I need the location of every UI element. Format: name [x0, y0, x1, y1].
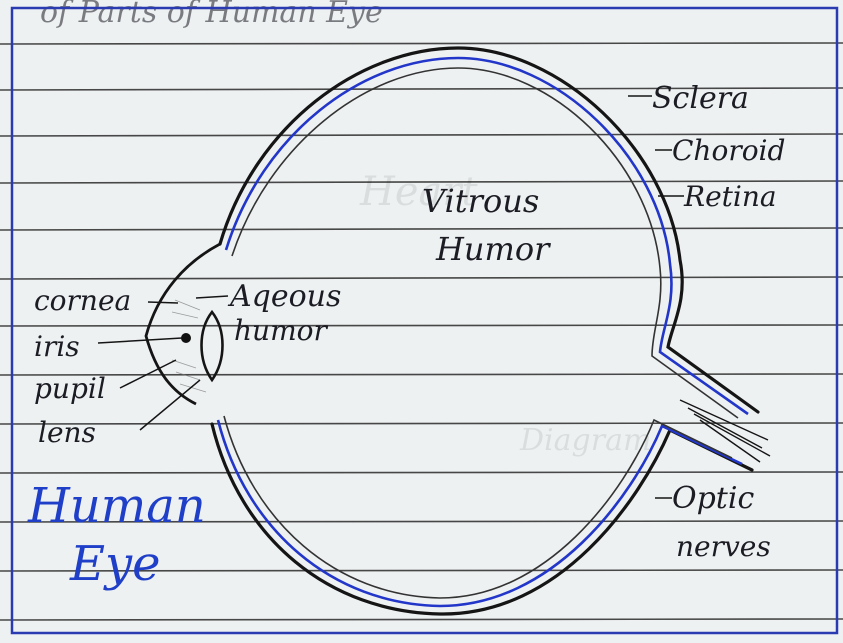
aqueous-humor-label-1: Aqeous	[227, 279, 341, 314]
svg-text:Diagram: Diagram	[519, 423, 651, 458]
optic-nerves-label-2: nerves	[676, 530, 771, 563]
lens-shape	[202, 312, 223, 380]
lens-label: lens	[38, 416, 96, 449]
sclera-outline-lower	[212, 424, 752, 614]
header-fragment: of Parts of Human Eye	[40, 0, 383, 30]
sclera-label: Sclera	[652, 81, 749, 116]
pupil-label: pupil	[34, 372, 106, 405]
cornea-curve	[146, 244, 220, 404]
aqueous-humor-label-2: humor	[234, 314, 328, 347]
pupil-dot	[181, 333, 191, 343]
choroid-label: Choroid	[672, 134, 785, 167]
diagram-title-line-2: Eye	[69, 536, 161, 592]
vitreous-humor-label-2: Humor	[435, 230, 551, 268]
optic-nerves-label-1: Optic	[672, 481, 754, 516]
cornea-label: cornea	[34, 284, 131, 317]
diagram-title-line-1: Human	[27, 478, 206, 534]
retina-label: Retina	[683, 180, 777, 213]
vitreous-humor-label-1: Vitrous	[422, 182, 539, 220]
iris-label: iris	[34, 330, 80, 363]
